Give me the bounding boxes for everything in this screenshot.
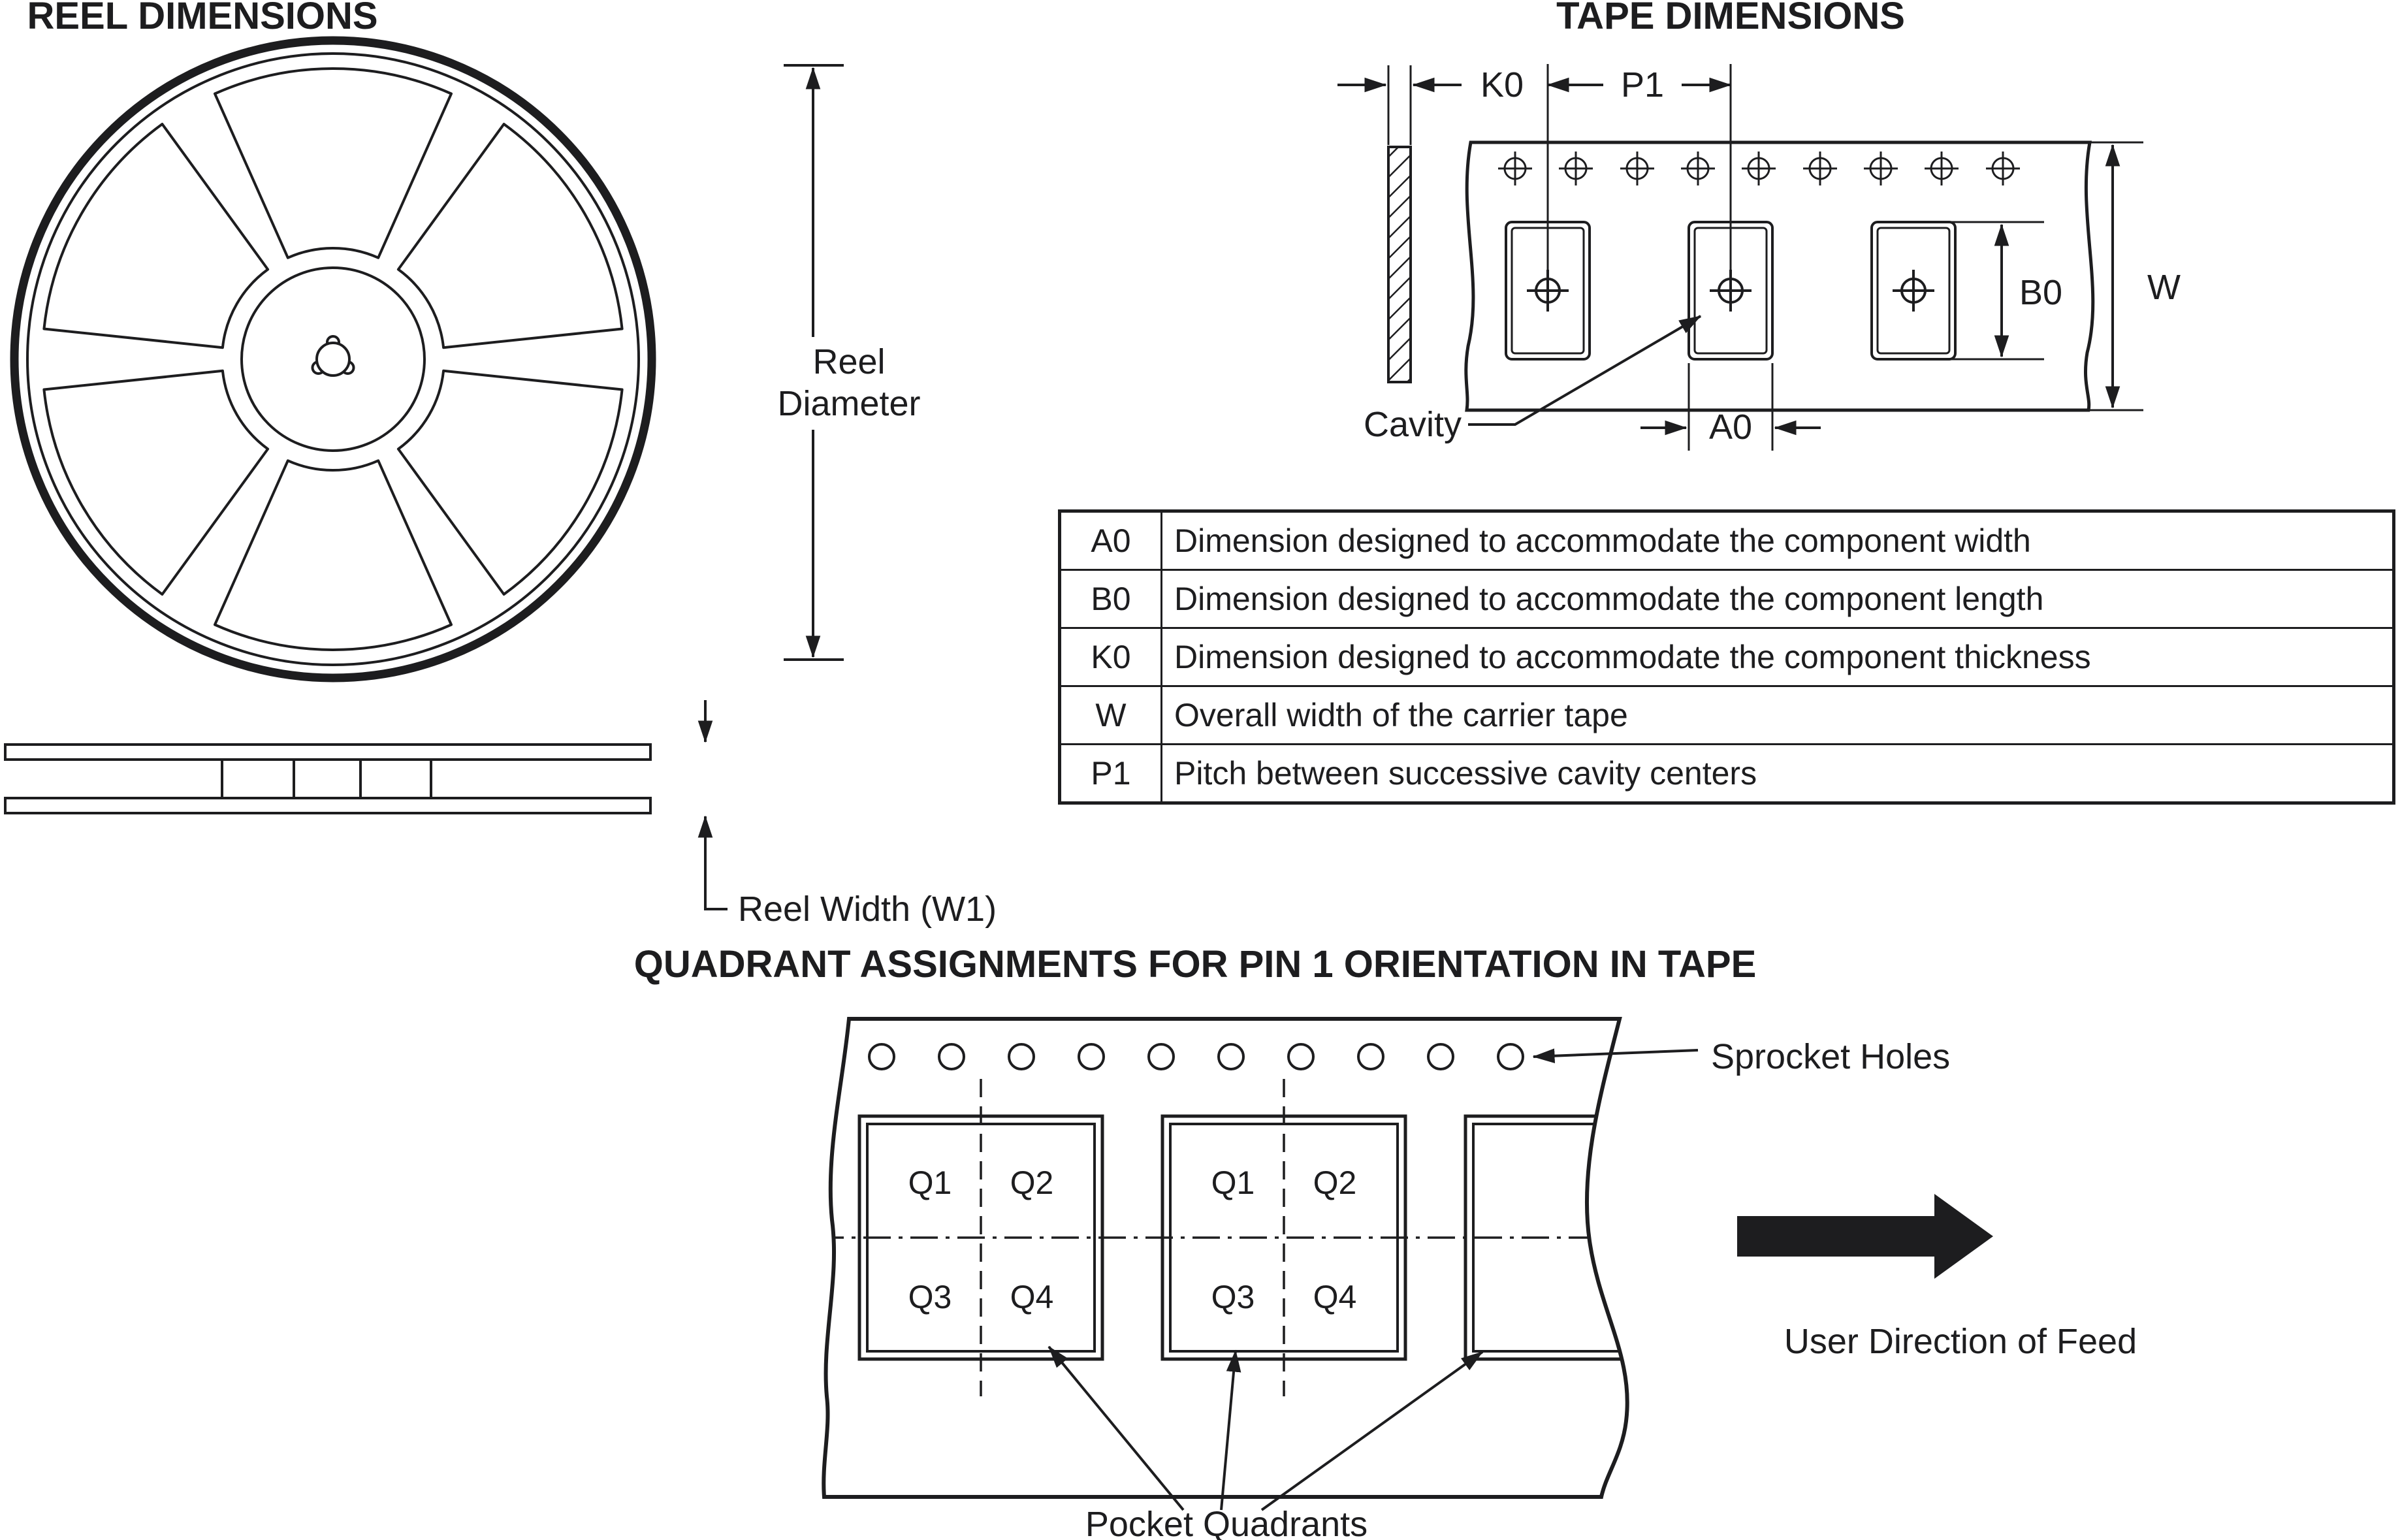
b0-dimension: B0 (1920, 221, 2062, 361)
table-row: B0 Dimension designed to accommodate the… (1059, 569, 2395, 629)
k0-dimension: K0 (1337, 65, 1524, 145)
reel-center-keyhole (311, 335, 355, 377)
tape-section-title: TAPE DIMENSIONS (1556, 0, 1905, 37)
tape-sprocket-holes (1498, 152, 2020, 185)
pocket-quadrants-callout: Pocket Quadrants (1048, 1345, 1484, 1540)
reel-diameter-label-line2: Diameter (777, 384, 920, 423)
pocket1-q1: Q1 (908, 1164, 952, 1201)
table-cell-description: Dimension designed to accommodate the co… (1160, 510, 2395, 571)
cavity-label: Cavity (1364, 405, 1462, 444)
reel-front-view (10, 36, 656, 682)
cavity-callout: Cavity (1364, 315, 1702, 444)
table-row: A0 Dimension designed to accommodate the… (1059, 510, 2395, 571)
table-row: K0 Dimension designed to accommodate the… (1059, 627, 2395, 687)
table-cell-description: Dimension designed to accommodate the co… (1160, 627, 2395, 687)
pocket-quadrants-leader-3 (1260, 1351, 1484, 1511)
sprocket-holes-callout: Sprocket Holes (1532, 1037, 1950, 1076)
pocket2-q4: Q4 (1313, 1279, 1357, 1315)
pocket-quadrants-leader-1 (1048, 1345, 1185, 1511)
pocket1-q4: Q4 (1010, 1279, 1054, 1315)
pocket-quadrants-leader-2 (1220, 1349, 1241, 1511)
sprocket-holes-label: Sprocket Holes (1711, 1037, 1950, 1076)
pocket-quadrant-labels: Q1 Q2 Q3 Q4 Q1 Q2 Q3 Q4 (908, 1164, 1357, 1315)
table-cell-description: Pitch between successive cavity centers (1160, 743, 2395, 804)
pocket-3 (1464, 1114, 1627, 1361)
p1-dimension: P1 (1546, 64, 1732, 291)
feed-arrow-shaft (1737, 1216, 1934, 1257)
pocket1-q2: Q2 (1010, 1164, 1054, 1201)
reel-width-dimension: Reel Width (W1) (697, 700, 997, 929)
a0-label: A0 (1709, 408, 1752, 447)
quadrant-tape-outline (822, 1017, 1629, 1499)
pocket2-q1: Q1 (1211, 1164, 1255, 1201)
dimension-table: A0 Dimension designed to accommodate the… (1058, 509, 2395, 805)
quadrant-sprocket-holes (868, 1043, 1524, 1070)
tape-cavities (1505, 221, 1957, 361)
table-cell-symbol: A0 (1059, 510, 1162, 571)
k0-label: K0 (1480, 65, 1524, 104)
pocket-quadrants-label: Pocket Quadrants (1085, 1505, 1368, 1540)
feed-direction-label: User Direction of Feed (1784, 1322, 2137, 1361)
reel-flange-bottom (4, 797, 652, 814)
table-row: W Overall width of the carrier tape (1059, 685, 2395, 745)
table-cell-symbol: P1 (1059, 743, 1162, 804)
carrier-tape-body (1464, 140, 2095, 412)
pocket2-q3: Q3 (1211, 1279, 1255, 1315)
table-cell-symbol: K0 (1059, 627, 1162, 687)
pocket-1 (857, 1114, 1104, 1361)
reel-inner-rim (26, 52, 640, 666)
reel-diameter-dimension: Reel Diameter (764, 64, 935, 661)
table-cell-description: Dimension designed to accommodate the co… (1160, 569, 2395, 629)
w-label: W (2147, 268, 2181, 307)
reel-section-title: REEL DIMENSIONS (27, 0, 377, 37)
pocket-2 (1160, 1114, 1407, 1361)
reel-flange-top (4, 743, 652, 761)
reel-diameter-label-line1: Reel (812, 342, 885, 381)
p1-label: P1 (1621, 65, 1664, 104)
reel-diameter-label-backing (764, 337, 935, 430)
b0-label: B0 (2019, 273, 2062, 312)
reel-width-lower-arrow-leader (697, 815, 728, 910)
reel-width-label: Reel Width (W1) (738, 890, 997, 929)
w-dimension: W (2083, 141, 2181, 411)
reel-side-view (4, 743, 652, 814)
table-row: P1 Pitch between successive cavity cente… (1059, 743, 2395, 804)
a0-dimension: A0 (1640, 363, 1821, 451)
quadrant-section-title: QUADRANT ASSIGNMENTS FOR PIN 1 ORIENTATI… (634, 943, 1757, 986)
pocket2-q2: Q2 (1313, 1164, 1357, 1201)
reel-spoke-windows (42, 67, 624, 651)
quadrant-tape-diagram: Q1 Q2 Q3 Q4 Q1 Q2 Q3 Q4 Sprocket Holes P… (822, 1017, 2137, 1540)
feed-arrow-head (1934, 1194, 1993, 1279)
sprocket-holes-leader (1532, 1048, 1699, 1064)
table-cell-symbol: B0 (1059, 569, 1162, 629)
tape-edge-cross-section (1387, 146, 1412, 383)
table-cell-description: Overall width of the carrier tape (1160, 685, 2395, 745)
tape-top-view (1387, 140, 2095, 412)
feed-direction: User Direction of Feed (1737, 1194, 2137, 1361)
reel-hub-side (221, 758, 432, 799)
table-cell-symbol: W (1059, 685, 1162, 745)
cavity-leader-line (1468, 315, 1702, 426)
pocket1-q3: Q3 (908, 1279, 952, 1315)
